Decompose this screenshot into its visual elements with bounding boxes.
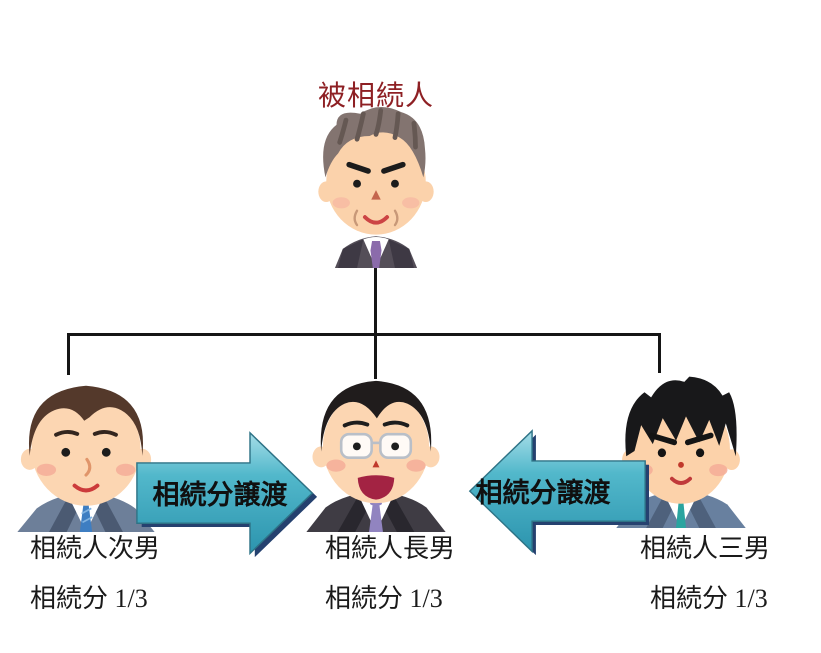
connector-vertical-center (374, 266, 377, 379)
transfer-arrow-left-icon (468, 429, 649, 556)
heir-share-third-son: 相続分 1/3 (650, 584, 768, 613)
heir-name-second-son: 相続人次男 (30, 534, 161, 563)
connector-drop-right (658, 334, 661, 373)
transfer-arrow-right-icon (136, 431, 318, 558)
heir-name-eldest-son: 相続人長男 (325, 534, 456, 563)
heir-share-second-son: 相続分 1/3 (30, 584, 148, 613)
second-son-person-icon (17, 385, 155, 532)
connector-drop-left (67, 334, 70, 375)
transfer-label-left: 相続分譲渡 (152, 480, 288, 510)
heir-share-eldest-son: 相続分 1/3 (325, 584, 443, 613)
transfer-label-right: 相続分譲渡 (475, 478, 611, 508)
deceased-person-icon (318, 106, 434, 268)
connector-horizontal (67, 333, 661, 336)
heir-name-third-son: 相続人三男 (640, 534, 771, 563)
eldest-son-person-icon (306, 380, 446, 532)
